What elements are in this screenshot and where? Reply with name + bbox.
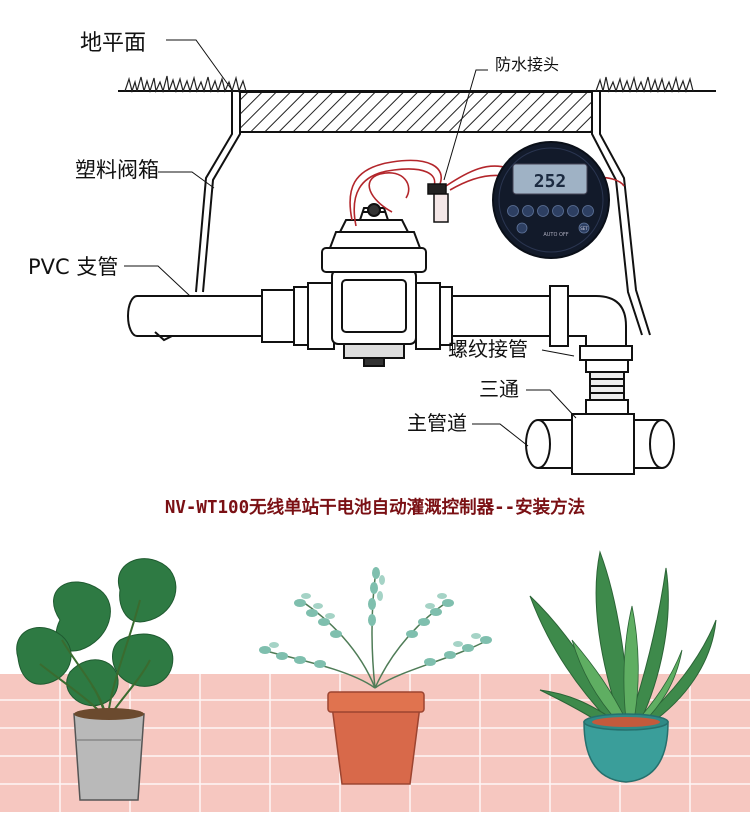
label-main-pipe: 主管道	[407, 411, 467, 435]
grass-right	[595, 75, 694, 94]
monstera-pot	[73, 713, 145, 801]
controller-screen	[512, 163, 588, 195]
controller-set-label: SET	[580, 226, 588, 231]
ground-surface	[118, 75, 716, 94]
label-ground: 地平面	[80, 31, 146, 56]
main-pipe	[525, 419, 675, 469]
leader-lines	[124, 39, 577, 447]
controller-device: 252 SET AUTO OFF	[492, 141, 610, 259]
label-waterproof-connector: 防水接头	[495, 55, 559, 74]
controller-status-text: AUTO OFF	[543, 232, 568, 238]
agave-plant-icon	[529, 550, 717, 783]
waterproof-connector	[427, 183, 449, 223]
valve-box-left-wall	[202, 92, 241, 293]
label-tee: 三通	[479, 377, 519, 401]
controller-display-value: 252	[534, 171, 567, 192]
caption-title: NV-WT100无线单站干电池自动灌溉控制器--安装方法	[165, 497, 585, 518]
threaded-fitting	[585, 359, 629, 415]
pvc-branch-pipe	[127, 282, 335, 350]
label-valve-box: 塑料阀箱	[75, 158, 159, 182]
valve-box	[195, 91, 651, 336]
eucalyptus-plant-icon	[259, 567, 492, 785]
solenoid-valve	[321, 203, 453, 367]
agave-pot	[583, 721, 669, 783]
outlet-pipe	[451, 285, 633, 361]
label-pvc-branch: PVC 支管	[28, 255, 118, 279]
label-threaded-fitting: 螺纹接管	[448, 337, 528, 361]
tee-fitting	[571, 413, 635, 475]
grass-left	[124, 75, 247, 94]
controller-buttons	[507, 205, 594, 234]
valve-box-lid	[239, 91, 593, 133]
eucalyptus-pot	[331, 705, 421, 785]
monstera-plant-icon	[16, 558, 177, 801]
